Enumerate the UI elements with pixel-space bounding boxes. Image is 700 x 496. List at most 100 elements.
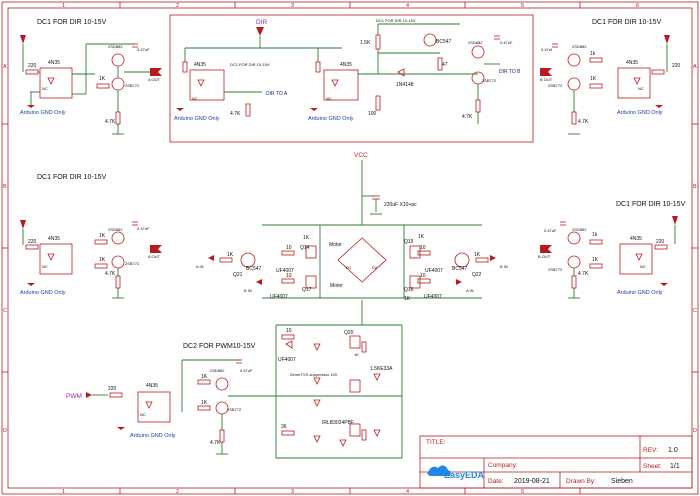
svg-text:220: 220 <box>28 63 37 69</box>
svg-text:220uF X10+pc: 220uF X10+pc <box>384 202 417 208</box>
company-label: Company: <box>488 462 518 469</box>
svg-text:2SB772: 2SB772 <box>548 83 563 88</box>
svg-text:Arduino GND Only: Arduino GND Only <box>20 290 66 296</box>
svg-text:UF4007: UF4007 <box>278 357 296 363</box>
svg-text:1K: 1K <box>474 252 481 258</box>
rev-value: 1.0 <box>668 447 678 454</box>
svg-text:DC1 FOR DIR 10-15V: DC1 FOR DIR 10-15V <box>376 18 416 23</box>
row-label-d-right: D <box>693 428 697 434</box>
svg-text:NC: NC <box>640 264 646 269</box>
dir-box-frame <box>169 14 534 143</box>
svg-text:B IN: B IN <box>500 264 508 269</box>
svg-text:IRLB3034PBF: IRLB3034PBF <box>322 420 354 426</box>
col-label-1: 1 <box>62 3 65 9</box>
svg-text:UF4007: UF4007 <box>276 268 294 274</box>
svg-text:0.47uF: 0.47uF <box>137 47 150 52</box>
svg-text:Q14: Q14 <box>300 245 310 251</box>
svg-text:DC1 FOR DIR 10-15V: DC1 FOR DIR 10-15V <box>37 174 107 181</box>
svg-text:PWM: PWM <box>66 393 82 400</box>
dc1-block-mid-left: DC1 FOR DIR 10-15V 220 4N35 NC Arduino G… <box>20 174 162 299</box>
svg-text:1k: 1k <box>590 51 596 57</box>
col-label-6: 6 <box>636 3 639 9</box>
svg-text:BC547: BC547 <box>452 266 468 272</box>
svg-text:0.47uF: 0.47uF <box>544 228 557 233</box>
col-label-2: 2 <box>176 3 179 9</box>
svg-text:Arduino GND Only: Arduino GND Only <box>617 290 663 296</box>
svg-text:BC547: BC547 <box>246 266 262 272</box>
svg-text:36: 36 <box>281 424 287 430</box>
svg-text:Motor: Motor <box>329 242 342 248</box>
col-label-3: 3 <box>291 3 294 9</box>
svg-text:2SD882: 2SD882 <box>108 44 123 49</box>
svg-text:BC547: BC547 <box>436 39 452 45</box>
svg-text:DIR: DIR <box>256 19 268 26</box>
dc1-block-top-left: DC1 FOR DIR 10-15V 220 4N35 NC Arduino G… <box>20 19 162 135</box>
output-port-icon <box>540 68 552 76</box>
svg-text:2SB772: 2SB772 <box>227 407 242 412</box>
svg-text:4.7K: 4.7K <box>230 111 241 117</box>
svg-text:DIR TO A: DIR TO A <box>266 91 288 97</box>
title-block: TITLE: REV: 1.0 Company: Sheet: 1/1 Date… <box>419 435 693 489</box>
rev-label: REV: <box>643 447 658 454</box>
svg-text:220: 220 <box>656 239 665 245</box>
svg-text:Q17: Q17 <box>302 287 312 293</box>
svg-text:Q21: Q21 <box>233 272 243 278</box>
svg-text:A OUT: A OUT <box>148 254 161 259</box>
svg-text:Q20: Q20 <box>344 330 354 336</box>
svg-text:220: 220 <box>672 63 681 69</box>
svg-text:2SB772: 2SB772 <box>125 83 140 88</box>
opto-4n35-b <box>39 243 73 275</box>
connector-icon <box>20 220 26 229</box>
svg-text:4N35: 4N35 <box>630 236 642 242</box>
date-value: 2019-08-21 <box>514 478 550 485</box>
svg-text:A OUT: A OUT <box>148 77 161 82</box>
svg-text:B IN: B IN <box>244 288 252 293</box>
opto-4n35-b-right <box>619 243 653 275</box>
svg-text:B OUT: B OUT <box>538 254 551 259</box>
svg-text:1K: 1K <box>99 233 106 239</box>
svg-text:NC: NC <box>42 264 48 269</box>
svg-text:10: 10 <box>286 328 292 334</box>
svg-text:D2: D2 <box>372 265 378 270</box>
svg-text:Q16: Q16 <box>404 287 414 293</box>
frame-labels: 1 2 3 4 5 6 1 2 3 4 5 A B C D A B C D <box>3 3 697 495</box>
svg-text:Motor: Motor <box>330 283 343 289</box>
svg-text:Arduino GND Only: Arduino GND Only <box>20 110 66 116</box>
dc2-block: DC2 FOR PWM10-15V PWM 220 4N35 NC Arduin… <box>66 343 276 455</box>
cloud-logo-icon <box>427 465 451 476</box>
sheet-label: Sheet: <box>643 463 662 470</box>
opto-dir-b <box>323 69 359 101</box>
svg-text:220: 220 <box>108 386 117 392</box>
opto-4n35-right <box>617 67 651 99</box>
svg-text:1K: 1K <box>99 257 106 263</box>
svg-text:UF4007: UF4007 <box>424 294 442 300</box>
output-port-icon <box>540 245 552 253</box>
svg-text:0.47uF: 0.47uF <box>240 368 253 373</box>
svg-text:Arduino GND Only: Arduino GND Only <box>174 116 220 122</box>
svg-text:NC: NC <box>192 96 198 101</box>
output-port-icon <box>150 68 162 76</box>
svg-text:10: 10 <box>420 245 426 251</box>
input-port-icon <box>208 255 214 261</box>
row-label-c-right: C <box>693 308 697 314</box>
output-port-icon <box>150 245 162 253</box>
svg-text:4N35: 4N35 <box>48 236 60 242</box>
svg-text:2SD882: 2SD882 <box>210 368 225 373</box>
svg-text:10: 10 <box>420 273 426 279</box>
svg-text:NC: NC <box>42 86 48 91</box>
svg-text:Arduino GND Only: Arduino GND Only <box>617 110 663 116</box>
svg-text:ZenerTVS suppressor 15V: ZenerTVS suppressor 15V <box>290 372 338 377</box>
date-label: Date: <box>488 478 504 485</box>
rectifier-bridge <box>337 237 387 283</box>
row-label-b-right: B <box>693 184 697 190</box>
col-label-1-bottom: 1 <box>62 489 65 495</box>
connector-icon <box>20 35 26 44</box>
dc1-block-top-right: DC1 FOR DIR 10-15V 220 4N35 NC Arduino G… <box>540 19 681 135</box>
svg-text:Q15: Q15 <box>404 239 414 245</box>
svg-text:1K: 1K <box>99 76 106 82</box>
dir-splitter-block: DIR 4N35 NC DC1 FOR DIR 10-15V DIR TO A … <box>169 14 534 143</box>
svg-text:1K: 1K <box>590 76 597 82</box>
svg-text:D1: D1 <box>346 265 352 270</box>
